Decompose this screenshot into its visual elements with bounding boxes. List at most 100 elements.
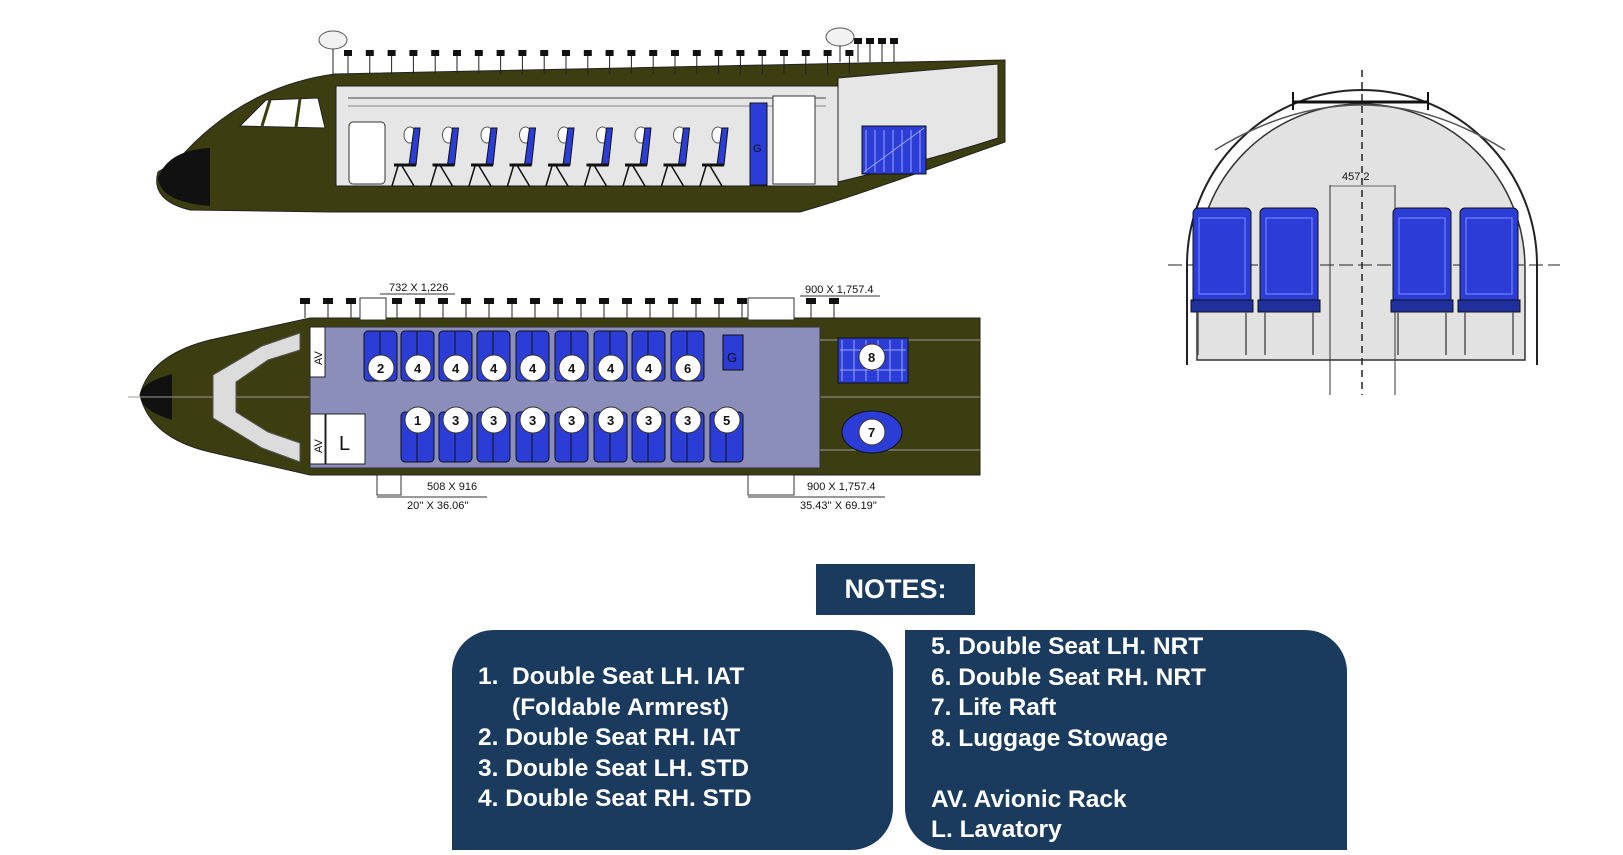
- plan-light: [645, 298, 655, 304]
- plan-galley: [722, 334, 744, 371]
- plan-luggage-number: 8: [868, 350, 875, 365]
- plan-light: [714, 298, 724, 304]
- side-light: [562, 50, 570, 56]
- plan-seat-top: 4: [631, 330, 666, 382]
- side-light: [692, 50, 701, 56]
- notes-spacer: [931, 754, 1347, 785]
- cross-section-seat: [1390, 207, 1454, 355]
- plan-seat-number: 3: [645, 413, 652, 428]
- side-light: [431, 50, 440, 56]
- plan-seat-number: 2: [377, 361, 384, 376]
- side-light: [649, 50, 658, 56]
- plan-av-rack-bottom: [309, 413, 326, 465]
- plan-light: [438, 298, 448, 304]
- plan-light: [599, 298, 609, 304]
- plan-seat-top: 2: [363, 330, 398, 382]
- plan-seat-number: 4: [414, 361, 422, 376]
- plan-seat-top: 6: [670, 330, 705, 382]
- side-seat: [659, 127, 691, 187]
- side-light: [365, 50, 374, 56]
- dim-top-left: 732 X 1,226: [389, 282, 448, 294]
- cockpit-windows: [238, 97, 326, 129]
- plan-light: [415, 298, 425, 304]
- plan-cockpit-outline: [212, 332, 301, 463]
- plan-life-raft: 7: [841, 410, 903, 454]
- side-seat: [505, 127, 537, 187]
- side-light: [496, 50, 505, 56]
- side-light: [583, 50, 592, 56]
- side-seat: [428, 127, 460, 187]
- note-item: 1. Double Seat LH. IAT: [478, 663, 745, 690]
- side-emergency-marker-rear: [825, 27, 855, 62]
- plan-seat-top: 4: [400, 330, 435, 382]
- plan-seat-number: 3: [490, 413, 497, 428]
- plan-seat-bottom: 3: [438, 406, 473, 463]
- dim-bottom-left-in: 20'' X 36.06'': [407, 500, 469, 512]
- plan-seat-bottom: 3: [631, 406, 666, 463]
- plan-raft-number: 7: [868, 425, 875, 440]
- plan-seat-number: 4: [529, 361, 537, 376]
- plan-seat-number: 6: [684, 361, 691, 376]
- side-light: [736, 50, 745, 56]
- plan-seat-top: 4: [438, 330, 473, 382]
- plan-av-bottom-label: AV: [313, 438, 325, 453]
- side-light: [540, 50, 549, 56]
- side-nose-cone: [158, 148, 210, 206]
- note-item: 2. Double Seat RH. IAT: [478, 724, 741, 751]
- cross-section-seats: [1190, 207, 1521, 355]
- plan-seat-bottom: 5: [709, 406, 744, 463]
- plan-galley-label: G: [727, 350, 737, 365]
- plan-ceiling-lights: [300, 298, 839, 318]
- side-light: [387, 50, 396, 56]
- note-item: 3. Double Seat LH. STD: [478, 754, 749, 782]
- side-emergency-marker-front: [318, 30, 348, 76]
- side-light: [453, 50, 461, 56]
- plan-seat-number: 3: [452, 413, 459, 428]
- note-item: 8. Luggage Stowage: [931, 724, 1168, 752]
- side-view: G: [156, 27, 1006, 213]
- plan-seat-number: 4: [452, 361, 460, 376]
- note-item: 6. Double Seat RH. NRT: [931, 663, 1206, 691]
- side-light: [714, 50, 723, 56]
- plan-seat-bottom: 3: [593, 406, 628, 463]
- notes-title: NOTES:: [816, 564, 975, 615]
- side-light: [344, 50, 352, 56]
- side-galley-label: G: [753, 143, 762, 155]
- plan-seat-top: 4: [476, 330, 511, 382]
- plan-seat-number: 5: [723, 413, 730, 428]
- cross-section-seat: [1190, 207, 1254, 355]
- plan-door-rear-top: [747, 297, 795, 321]
- plan-seat-top: 4: [593, 330, 628, 382]
- side-light: [474, 50, 483, 56]
- plan-light: [530, 298, 540, 304]
- side-light: [823, 50, 832, 56]
- plan-seat-bottom: 1: [400, 406, 435, 463]
- plan-light: [461, 298, 471, 304]
- plan-light: [622, 298, 632, 304]
- side-light: [758, 50, 767, 56]
- dim-section-width: 457.2: [1342, 171, 1370, 183]
- cross-section-outer-shell: [1186, 89, 1538, 365]
- plan-light: [553, 298, 563, 304]
- side-ceiling-lights: [344, 38, 898, 74]
- plan-light: [737, 298, 747, 304]
- side-light: [780, 50, 788, 56]
- dim-bottom-right-in: 35.43'' X 69.19'': [800, 500, 877, 512]
- plan-light: [484, 298, 494, 304]
- side-light: [605, 50, 614, 56]
- plan-light: [346, 298, 356, 304]
- notes-panel-right: 5. Double Seat LH. NRT 6. Double Seat RH…: [905, 630, 1347, 850]
- plan-light: [668, 298, 678, 304]
- notes-panel-left: 1. Double Seat LH. IAT (Foldable Armrest…: [452, 630, 893, 850]
- plan-door-rear-bottom: [747, 474, 795, 496]
- plan-light: [806, 298, 816, 304]
- plan-av-top-label: AV: [313, 350, 325, 365]
- side-light: [409, 50, 418, 56]
- side-light: [866, 38, 874, 44]
- plan-seat-bottom: 3: [670, 406, 705, 463]
- plan-seat-number: 3: [607, 413, 614, 428]
- plan-light: [300, 298, 310, 304]
